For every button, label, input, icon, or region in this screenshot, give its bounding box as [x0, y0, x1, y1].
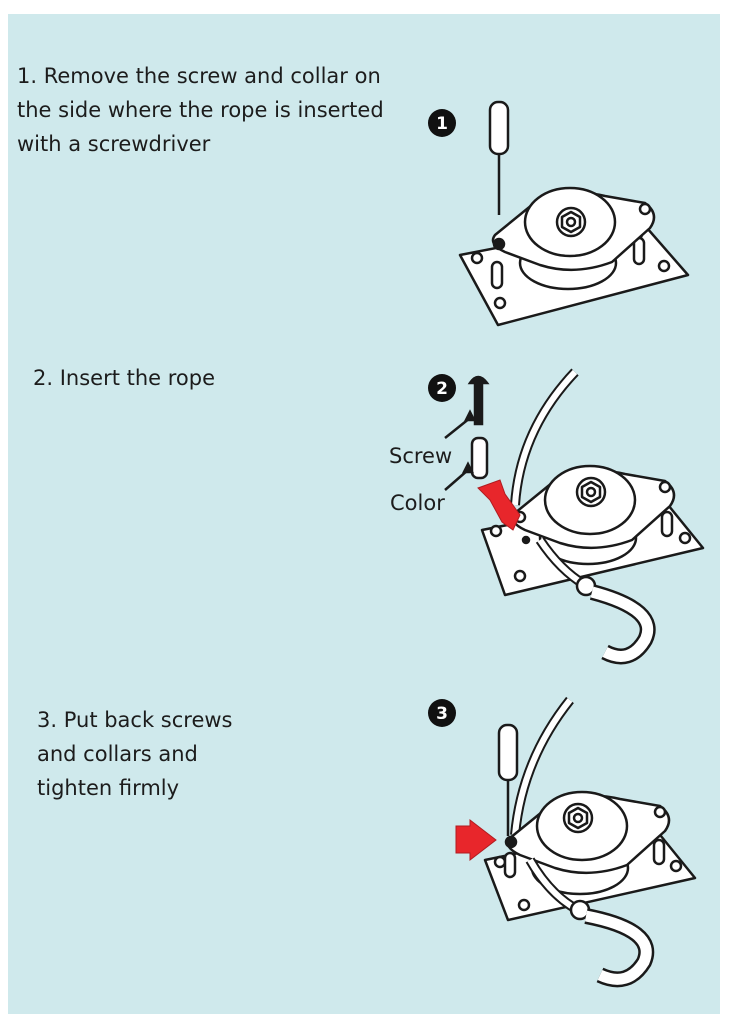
step-3-badge: 3 [428, 699, 456, 727]
step-2-number: 2 [436, 379, 448, 399]
step-3-text: 3. Put back screws and collars and tight… [37, 708, 233, 800]
step-1-number: 1 [436, 114, 448, 134]
screw-label: Screw [389, 444, 453, 468]
step-2-red-arrow [477, 479, 521, 531]
step-2-badge: 2 [428, 374, 456, 402]
step-3-red-arrow [455, 818, 497, 862]
step-1-text: 1. Remove the screw and collar on the si… [17, 64, 384, 156]
step-2-illustration [480, 368, 705, 665]
step-2-text: 2. Insert the rope [33, 366, 216, 390]
step-3-number: 3 [436, 704, 448, 724]
step-1-illustration [458, 100, 690, 327]
step-2-parts [444, 375, 490, 491]
step-3-illustration [483, 696, 697, 988]
step-1-badge: 1 [428, 109, 456, 137]
color-label: Color [390, 491, 445, 515]
